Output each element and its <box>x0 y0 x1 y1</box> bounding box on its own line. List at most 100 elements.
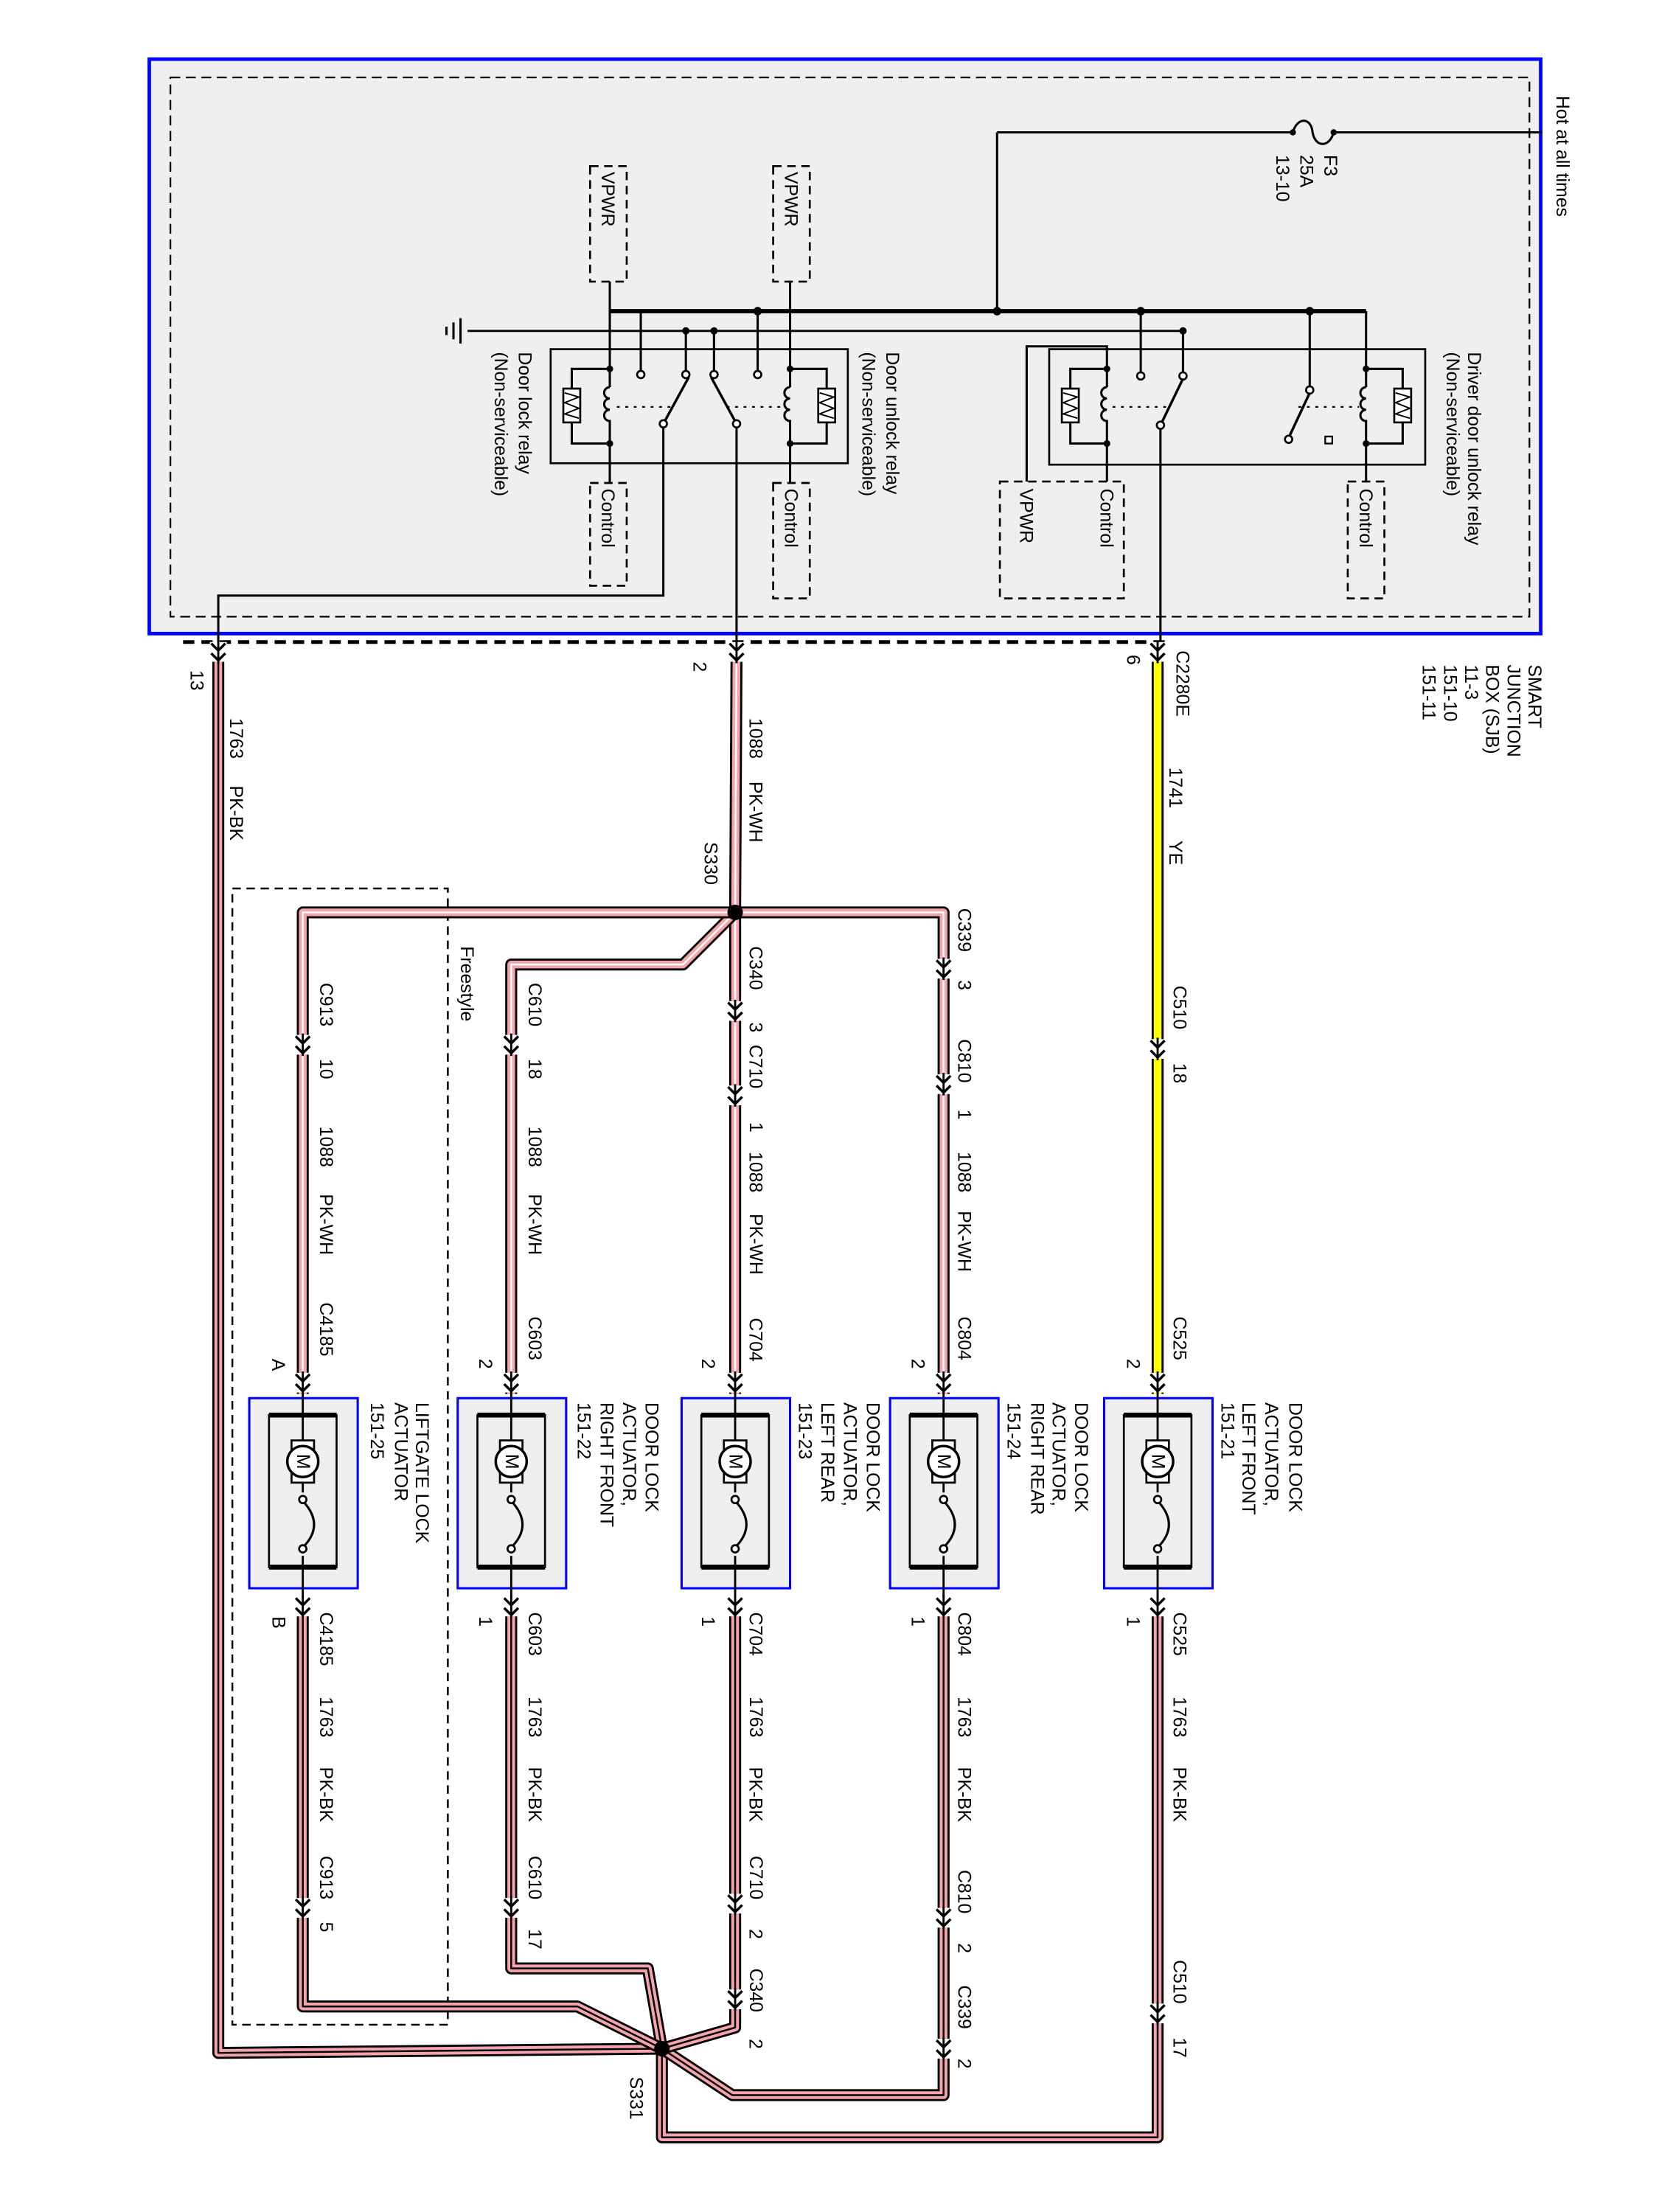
left-front-actuator-switch-contact <box>1152 1544 1163 1554</box>
actuator-label-right-rear: DOOR LOCK <box>1071 1402 1091 1512</box>
pin-label: 1 <box>953 1110 973 1120</box>
connector-label: C710 <box>745 1856 765 1899</box>
wire-1763-pk-bk-right-rear-insulation <box>659 1604 947 2099</box>
wire-1763-pk-bk-right-front-stripe <box>510 1604 663 2049</box>
inline-connector-connector-icon <box>935 1918 952 1928</box>
device-connector-bottom-connector-icon <box>935 1597 952 1607</box>
relay-contact <box>1178 371 1188 381</box>
junction-dot <box>606 365 613 372</box>
lock-relay-switch-blade <box>662 376 690 425</box>
fuse-rating: 25A <box>1296 155 1316 188</box>
fuse-name: F3 <box>1320 155 1340 176</box>
circuit-number: 1741 <box>1165 768 1185 808</box>
relay-note: (Non-serviceable) <box>490 352 510 496</box>
driver-door-unlock-relay-box <box>1048 348 1427 466</box>
connector-label: C603 <box>524 1316 544 1360</box>
wire-1763-pk-bk-right-rear-stripe <box>661 1604 945 2096</box>
unlock-relay-resistor-zigzag <box>817 392 836 420</box>
connector-label: C340 <box>745 946 765 990</box>
right-front-actuator-switch-contact <box>507 1495 516 1505</box>
junction-dot <box>1179 327 1187 335</box>
wire-1763-pk-bk-right-front-outline <box>505 1604 668 2050</box>
freestyle-label: Freestyle <box>456 946 476 1021</box>
connector-label: C610 <box>524 983 544 1026</box>
c2280e-pin2-connector-icon <box>728 652 745 663</box>
wire-1763-pk-bk-left-front-stripe <box>661 1604 1159 2139</box>
connector-label: C810 <box>953 1039 973 1082</box>
device-connector-top-connector-icon <box>935 1373 952 1383</box>
right-front-actuator-motor-symbol: M <box>501 1454 521 1470</box>
device-connector-bottom-connector-icon <box>727 1607 743 1617</box>
inline-connector-connector-icon <box>727 1001 743 1012</box>
wire-color: PK-BK <box>226 786 246 841</box>
inline-connector-connector-icon <box>727 1894 743 1905</box>
actuator-label-left-front: LEFT FRONT <box>1238 1402 1258 1515</box>
liftgate-actuator-switch-contact <box>298 1495 307 1505</box>
connector-label: C510 <box>1169 1960 1189 2003</box>
pin-label: 5 <box>316 1922 335 1933</box>
control-label: Control <box>1096 489 1116 548</box>
sjb-title-line: SMART <box>1524 664 1544 728</box>
junction-dot <box>1103 365 1110 372</box>
wire-color: PK-BK <box>1169 1767 1189 1823</box>
left-rear-actuator-switch-gap <box>729 1492 741 1557</box>
pin-label: 17 <box>524 1929 544 1950</box>
device-connector-bottom-connector-icon <box>1150 1607 1166 1617</box>
device-connector-bottom-connector-icon <box>294 1597 311 1607</box>
pin-label: 2 <box>745 1929 765 1939</box>
door-lock-relay-label: Door lock relay <box>514 352 534 474</box>
junction-dot <box>682 327 690 335</box>
actuator-label-left-front: DOOR LOCK <box>1284 1402 1304 1512</box>
liftgate-actuator-switch-contact <box>298 1544 307 1554</box>
relay-contact <box>1284 434 1293 445</box>
vpwr-label: VPWR <box>597 172 617 226</box>
sjb-title-line: 151-10 <box>1439 664 1459 721</box>
inline-connector-connector-icon <box>503 1035 520 1046</box>
junction-dot <box>1330 129 1337 136</box>
splice-s331-label: S331 <box>625 2077 645 2120</box>
vpwr-label: VPWR <box>780 172 800 226</box>
connector-label: C340 <box>745 1969 765 2012</box>
connector-label: C4185 <box>316 1613 335 1666</box>
pin-label: 1 <box>475 1616 495 1627</box>
inline-connector-connector-icon <box>727 1011 743 1021</box>
pin-label: 2 <box>953 1943 973 1953</box>
lock-relay-coil-icon <box>602 386 611 444</box>
relay-contact <box>658 419 668 429</box>
wire-color: PK-WH <box>316 1194 335 1255</box>
wire-1088-pk-wh-right-front-stripe <box>510 911 736 1394</box>
device-connector-bottom-connector-icon <box>935 1607 952 1617</box>
door-lock-unlock-relay-box <box>549 348 849 465</box>
vpwr-label: VPWR <box>1015 489 1035 543</box>
liftgate-actuator-motor-symbol: M <box>293 1454 313 1470</box>
inline-connector-connector-icon <box>727 1989 743 2000</box>
actuator-label-right-front: DOOR LOCK <box>641 1402 661 1512</box>
junction-dot <box>1136 307 1145 316</box>
unlock-relay-resistor-lead <box>790 422 828 445</box>
wire-1763-pk-bk-main-insulation <box>214 650 662 2057</box>
wire-1088-pk-wh-right-front-outline <box>505 908 740 1394</box>
inline-connector-connector-icon <box>1150 2014 1166 2024</box>
left-rear-actuator-switch-contact <box>730 1495 740 1505</box>
sjb-title-line: 151-11 <box>1419 664 1439 720</box>
actuator-label-right-rear: 151-24 <box>1003 1402 1023 1459</box>
pin-label: 18 <box>1169 1063 1189 1084</box>
circuit-number: 1763 <box>953 1697 973 1737</box>
left-front-actuator-motor-symbol: M <box>1148 1454 1168 1470</box>
left-rear-actuator-lock-switch-icon <box>734 1500 748 1548</box>
driver-relay-b-open-contact <box>1324 435 1334 445</box>
connector-label: C610 <box>524 1856 544 1899</box>
right-rear-actuator-motor-icon <box>926 1444 961 1478</box>
relay-note: (Non-serviceable) <box>858 352 878 496</box>
fuse-icon <box>1291 119 1335 145</box>
wire-1763-pk-bk-main-stripe <box>217 650 662 2054</box>
device-connector-bottom-connector-icon <box>1150 1597 1166 1607</box>
wire-color: PK-BK <box>316 1767 335 1823</box>
circuit-number: 1763 <box>226 718 246 759</box>
inline-connector-connector-icon <box>294 1035 311 1046</box>
inline-connector-connector-icon <box>503 1898 520 1909</box>
junction-dot <box>1363 365 1370 372</box>
device-connector-top-connector-icon <box>294 1373 311 1383</box>
pin-label: A <box>268 1359 288 1371</box>
